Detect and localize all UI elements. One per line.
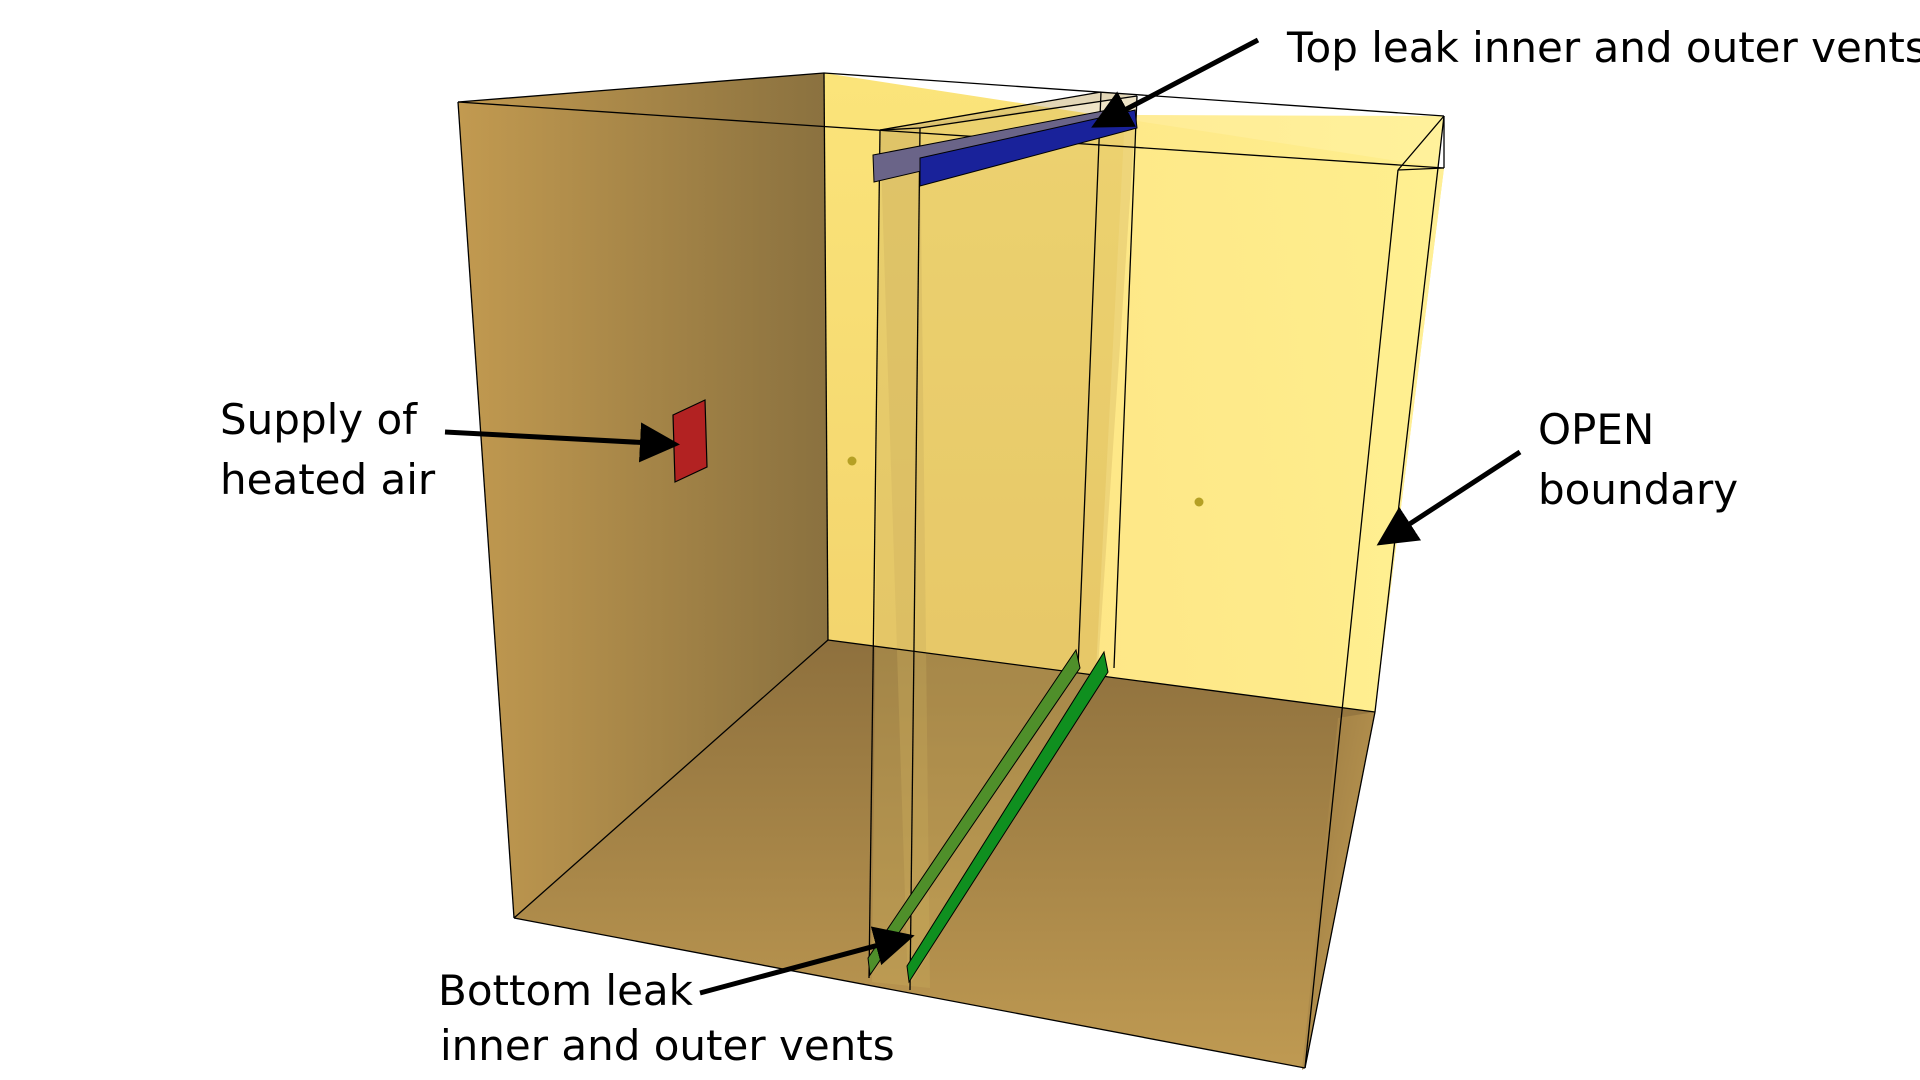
- room-edges: [457, 72, 1445, 1069]
- arrow-icon: [1376, 449, 1522, 546]
- label-open-line2: boundary: [1538, 465, 1738, 514]
- label-top-leak: Top leak inner and outer vents: [1286, 23, 1920, 72]
- label-supply-line1: Supply of: [220, 395, 418, 444]
- bottom-leak-inner-vent: [867, 648, 1081, 977]
- label-bottom-line1: Bottom leak: [438, 966, 694, 1015]
- room-box: [457, 72, 1445, 1070]
- partition-side-face: [872, 128, 930, 988]
- arrow-icon: [1091, 37, 1260, 128]
- partition-front-face: [880, 96, 1137, 988]
- label-supply-line2: heated air: [220, 455, 436, 504]
- arrow-icon: [444, 422, 680, 463]
- probe-dot-right: [1194, 497, 1204, 507]
- partition-top-face: [880, 92, 1137, 130]
- arrows: [444, 37, 1522, 996]
- probe-dot-left: [847, 456, 857, 466]
- label-bottom-line2: inner and outer vents: [440, 1021, 895, 1070]
- top-leak-outer-vent: [919, 109, 1138, 187]
- partition-corridor: [872, 92, 1137, 988]
- right-wall: [1095, 115, 1444, 718]
- left-wall: [458, 73, 828, 918]
- bottom-leak-outer-vent: [906, 650, 1109, 984]
- supply-vent: [672, 399, 708, 483]
- arrow-icon: [699, 926, 915, 996]
- label-open-line1: OPEN: [1538, 405, 1654, 454]
